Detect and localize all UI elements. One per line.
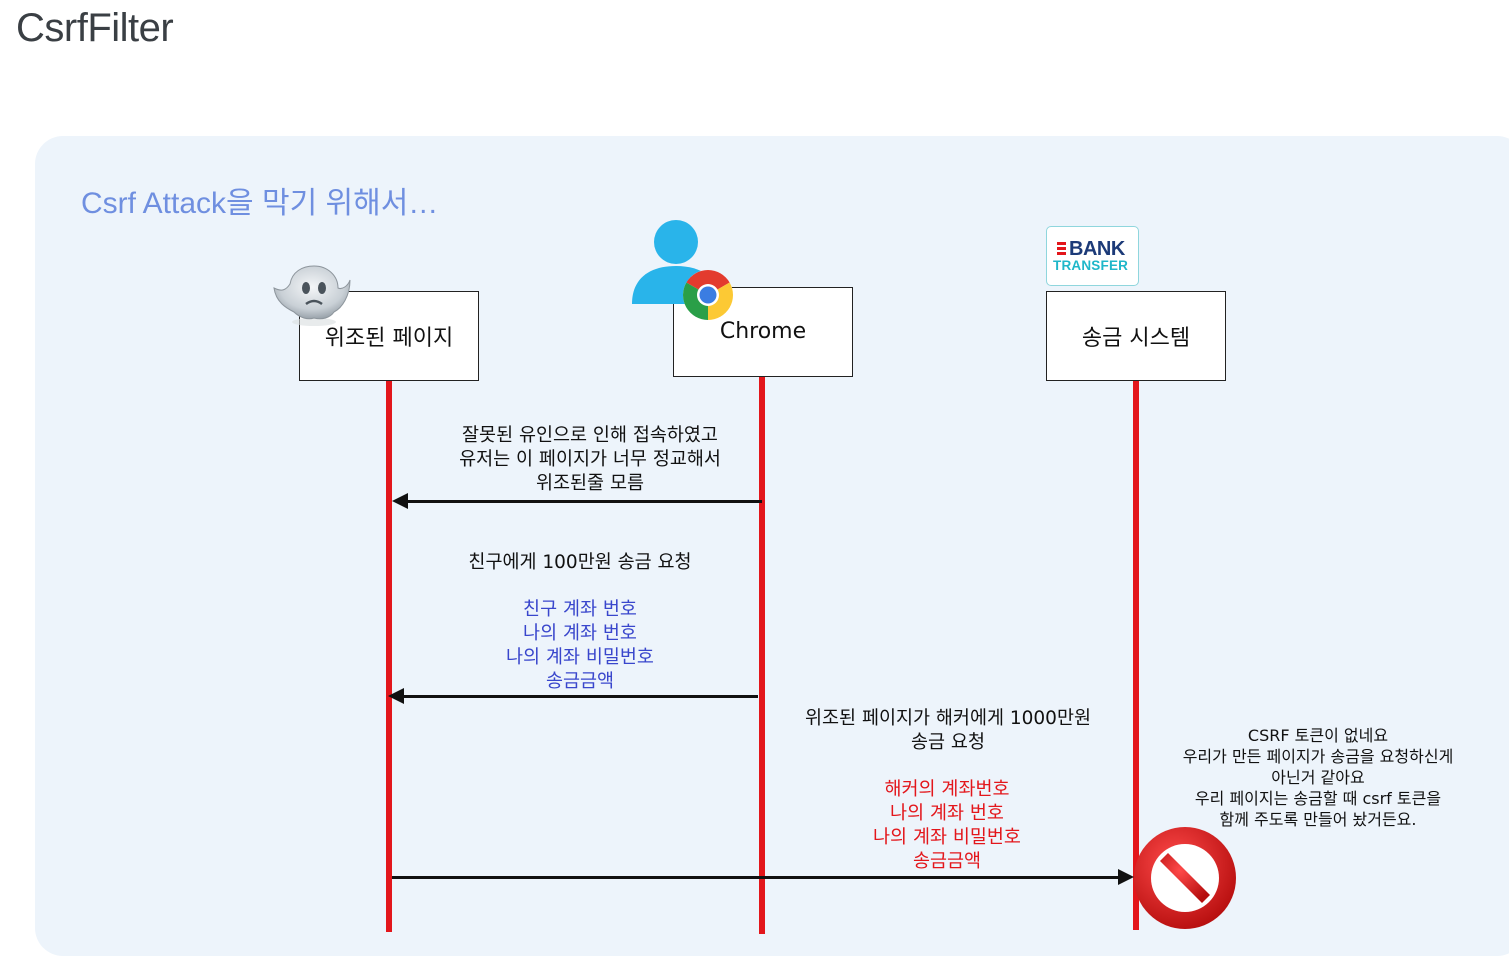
actor-fake-page-label: 위조된 페이지 bbox=[324, 326, 454, 351]
bank-rejection-note: CSRF 토큰이 없네요 우리가 만든 페이지가 송금을 요청하신게 아닌거 같… bbox=[1182, 726, 1454, 829]
message-1-label: 잘못된 유인으로 인해 접속하였고 유저는 이 페이지가 너무 정교해서 위조된… bbox=[459, 425, 721, 494]
actor-chrome: Chrome bbox=[673, 287, 853, 377]
bank-logo-line2: TRANSFER bbox=[1053, 258, 1129, 273]
lifeline-chrome bbox=[759, 376, 765, 934]
ghost-icon bbox=[273, 265, 351, 326]
bank-logo-line1: BANK bbox=[1069, 238, 1125, 260]
actor-chrome-label: Chrome bbox=[719, 319, 807, 344]
no-entry-icon bbox=[1134, 827, 1236, 929]
message-2-title: 친구에게 100만원 송금 요청 bbox=[468, 552, 692, 573]
message-1-arrow bbox=[392, 493, 762, 509]
bank-transfer-logo: BANK TRANSFER bbox=[1046, 226, 1139, 286]
panel-heading: Csrf Attack을 막기 위해서… bbox=[81, 187, 439, 220]
lifeline-fake-page bbox=[386, 380, 392, 932]
message-3-arrow bbox=[392, 869, 1134, 885]
page-title: CsrfFilter bbox=[16, 6, 174, 50]
message-2-params: 친구 계좌 번호 나의 계좌 번호 나의 계좌 비밀번호 송금금액 bbox=[506, 599, 654, 692]
actor-bank: 송금 시스템 bbox=[1046, 291, 1226, 381]
chrome-icon bbox=[683, 270, 733, 320]
message-3-params: 해커의 계좌번호 나의 계좌 번호 나의 계좌 비밀번호 송금금액 bbox=[873, 779, 1021, 872]
message-2-arrow bbox=[388, 688, 758, 704]
message-3-title: 위조된 페이지가 해커에게 1000만원 송금 요청 bbox=[805, 708, 1091, 753]
actor-bank-label: 송금 시스템 bbox=[1081, 326, 1191, 351]
lifeline-bank bbox=[1133, 380, 1139, 930]
diagram-panel bbox=[35, 136, 1509, 956]
